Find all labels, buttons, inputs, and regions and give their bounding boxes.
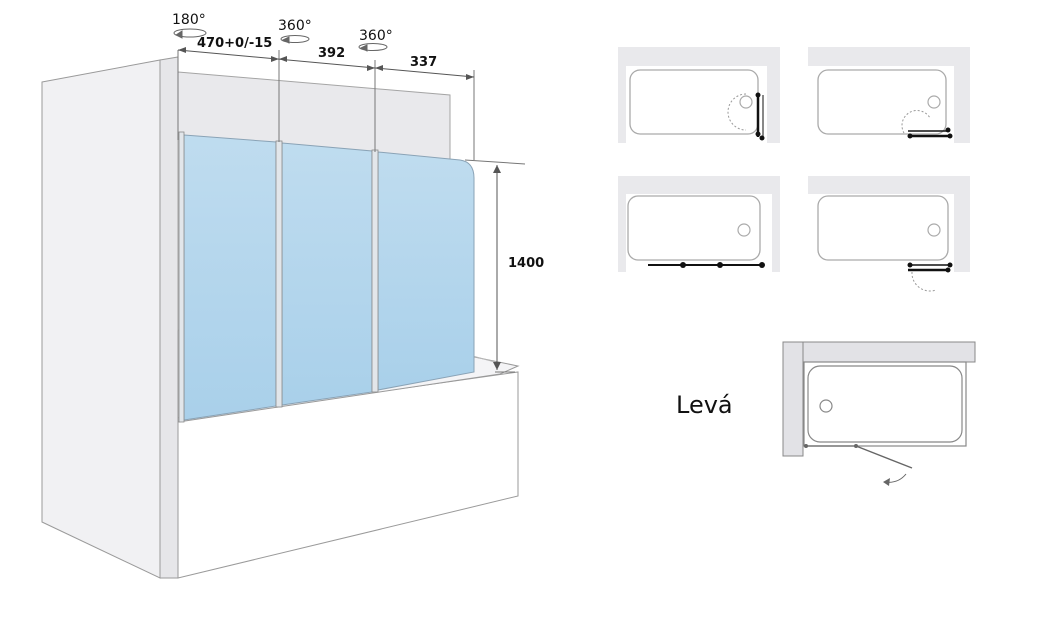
glass-panel-1 bbox=[183, 134, 277, 421]
bath-3d-view: 180° 360° 360° 470+0/-15 392 337 1400 bbox=[41, 12, 544, 579]
left-variant-diagram bbox=[782, 341, 976, 486]
wall-profile bbox=[178, 131, 185, 423]
panel-width-3: 337 bbox=[410, 55, 437, 70]
rotation-arrow-1 bbox=[173, 28, 207, 39]
rotation-label-3: 360° bbox=[359, 28, 393, 44]
side-wall bbox=[41, 59, 161, 579]
variant-3 bbox=[618, 176, 780, 272]
rotation-label-1: 180° bbox=[172, 12, 206, 28]
height-label: 1400 bbox=[508, 256, 544, 271]
glass-panel-3 bbox=[377, 151, 475, 391]
panel-width-1: 470+0/-15 bbox=[197, 36, 272, 51]
rotation-arrow-3 bbox=[358, 43, 388, 52]
variant-2 bbox=[808, 47, 970, 143]
glass-panel-2 bbox=[281, 142, 373, 406]
rotation-label-2: 360° bbox=[278, 18, 312, 34]
hinge-profile-1 bbox=[275, 140, 283, 408]
left-variant-label: Levá bbox=[676, 391, 733, 419]
back-wall bbox=[159, 56, 179, 579]
hinge-profile-2 bbox=[371, 149, 379, 393]
variant-4 bbox=[808, 176, 970, 292]
panel-width-2: 392 bbox=[318, 46, 345, 61]
variant-1 bbox=[618, 47, 780, 143]
rotation-arrow-2 bbox=[280, 35, 310, 44]
width-dimension-line bbox=[177, 49, 475, 78]
